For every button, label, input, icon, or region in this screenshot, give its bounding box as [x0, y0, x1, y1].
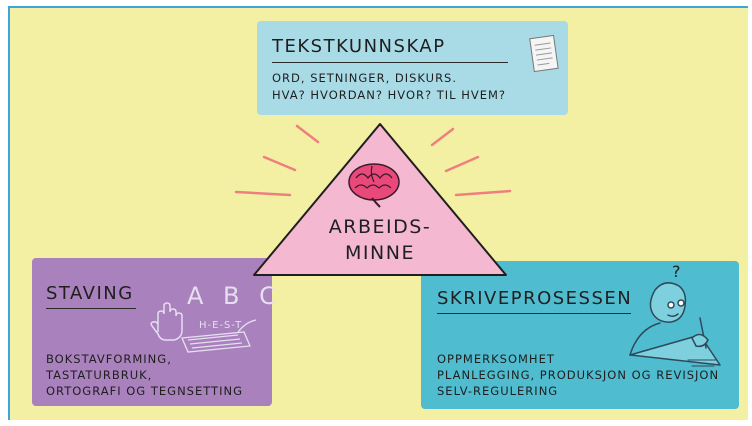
ray	[444, 155, 480, 173]
writing-process-line-3: SELV-REGULERING	[437, 384, 559, 398]
writing-process-box	[421, 261, 739, 409]
spelling-title: STAVING	[46, 283, 134, 304]
abc-letters: A B C	[187, 282, 282, 310]
spelling-line-2: TASTATURBRUK,	[46, 368, 153, 382]
question-mark: ?	[672, 262, 682, 281]
writing-person-icon	[629, 282, 721, 367]
writing-process-underline	[437, 313, 631, 314]
working-memory-line-1: ARBEIDS-	[328, 216, 432, 238]
document-icon	[529, 34, 559, 73]
spelling-line-3: ORTOGRAFI OG TEGNSETTING	[46, 384, 243, 398]
spelling-line-1: BOKSTAVFORMING,	[46, 352, 172, 366]
text-knowledge-underline	[272, 62, 508, 63]
keyboard-icon	[181, 319, 257, 353]
ray	[295, 124, 320, 144]
text-knowledge-line-2: HVA? HVORDAN? HVOR? TIL HVEM?	[272, 88, 507, 102]
working-memory-line-2: MINNE	[345, 242, 415, 264]
ray	[430, 127, 455, 147]
text-knowledge-title: TEKSTKUNNSKAP	[272, 36, 446, 57]
ray	[454, 189, 512, 197]
hand-icon	[150, 302, 183, 341]
writing-process-title: SKRIVEPROSESSEN	[437, 288, 633, 309]
spelling-box	[32, 258, 272, 406]
text-knowledge-box	[257, 21, 568, 115]
emphasis-rays	[234, 124, 512, 197]
spelled-word: H-E-S-T	[199, 320, 243, 331]
writing-process-line-2: PLANLEGGING, PRODUKSJON OG REVISJON	[437, 368, 720, 382]
ray	[234, 190, 292, 197]
writing-process-line-1: OPPMERKSOMHET	[437, 352, 555, 366]
spelling-underline	[46, 308, 136, 309]
ray	[262, 155, 297, 172]
text-knowledge-line-1: ORD, SETNINGER, DISKURS.	[272, 71, 458, 85]
brain-icon	[348, 163, 400, 208]
